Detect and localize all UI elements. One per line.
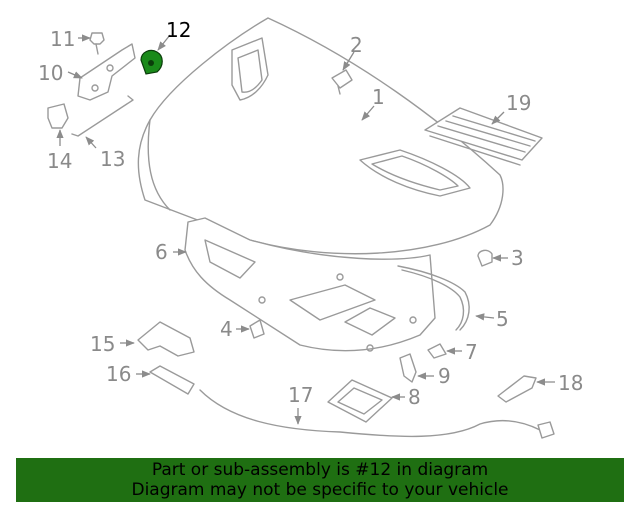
hood-hinge <box>77 43 136 101</box>
banner-line-1: Part or sub-assembly is #12 in diagram <box>151 460 489 480</box>
callout-9: 9 <box>438 364 451 388</box>
hood-striker <box>149 365 195 395</box>
release-cable <box>199 389 541 438</box>
info-banner: Part or sub-assembly is #12 in diagram D… <box>16 458 624 502</box>
bolt-icon <box>89 32 105 55</box>
plug-3 <box>477 249 493 267</box>
callout-15: 15 <box>90 332 115 356</box>
hood-weatherstrip <box>397 265 470 331</box>
bracket-9 <box>399 353 417 383</box>
callout-2: 2 <box>350 33 363 57</box>
prop-rod-holder <box>47 103 69 129</box>
callout-12: 12 <box>166 18 191 42</box>
hood-latch <box>137 321 195 357</box>
hood-panel <box>137 17 504 255</box>
callout-4: 4 <box>220 317 233 341</box>
callout-8: 8 <box>408 385 421 409</box>
callout-1: 1 <box>372 85 385 109</box>
callout-17: 17 <box>288 383 313 407</box>
callout-13: 13 <box>100 147 125 171</box>
bumper-4 <box>249 319 265 339</box>
release-lever <box>497 375 537 403</box>
callout-11: 11 <box>50 27 75 51</box>
prop-rod <box>71 95 134 137</box>
clip-7 <box>427 343 447 359</box>
callout-19: 19 <box>506 91 531 115</box>
release-handle <box>327 379 393 423</box>
hood-bumper-2 <box>331 69 353 95</box>
hood-insulator <box>184 217 436 352</box>
callout-14: 14 <box>47 149 72 173</box>
highlighted-part-12 <box>140 49 163 75</box>
banner-line-2: Diagram may not be specific to your vehi… <box>131 480 509 500</box>
callout-16: 16 <box>106 362 131 386</box>
callout-18: 18 <box>558 371 583 395</box>
callout-5: 5 <box>496 307 509 331</box>
callout-7: 7 <box>465 340 478 364</box>
callout-6: 6 <box>155 240 168 264</box>
callout-10: 10 <box>38 61 63 85</box>
callout-3: 3 <box>511 246 524 270</box>
hood-grille <box>424 107 543 166</box>
leader-lines <box>56 34 555 425</box>
